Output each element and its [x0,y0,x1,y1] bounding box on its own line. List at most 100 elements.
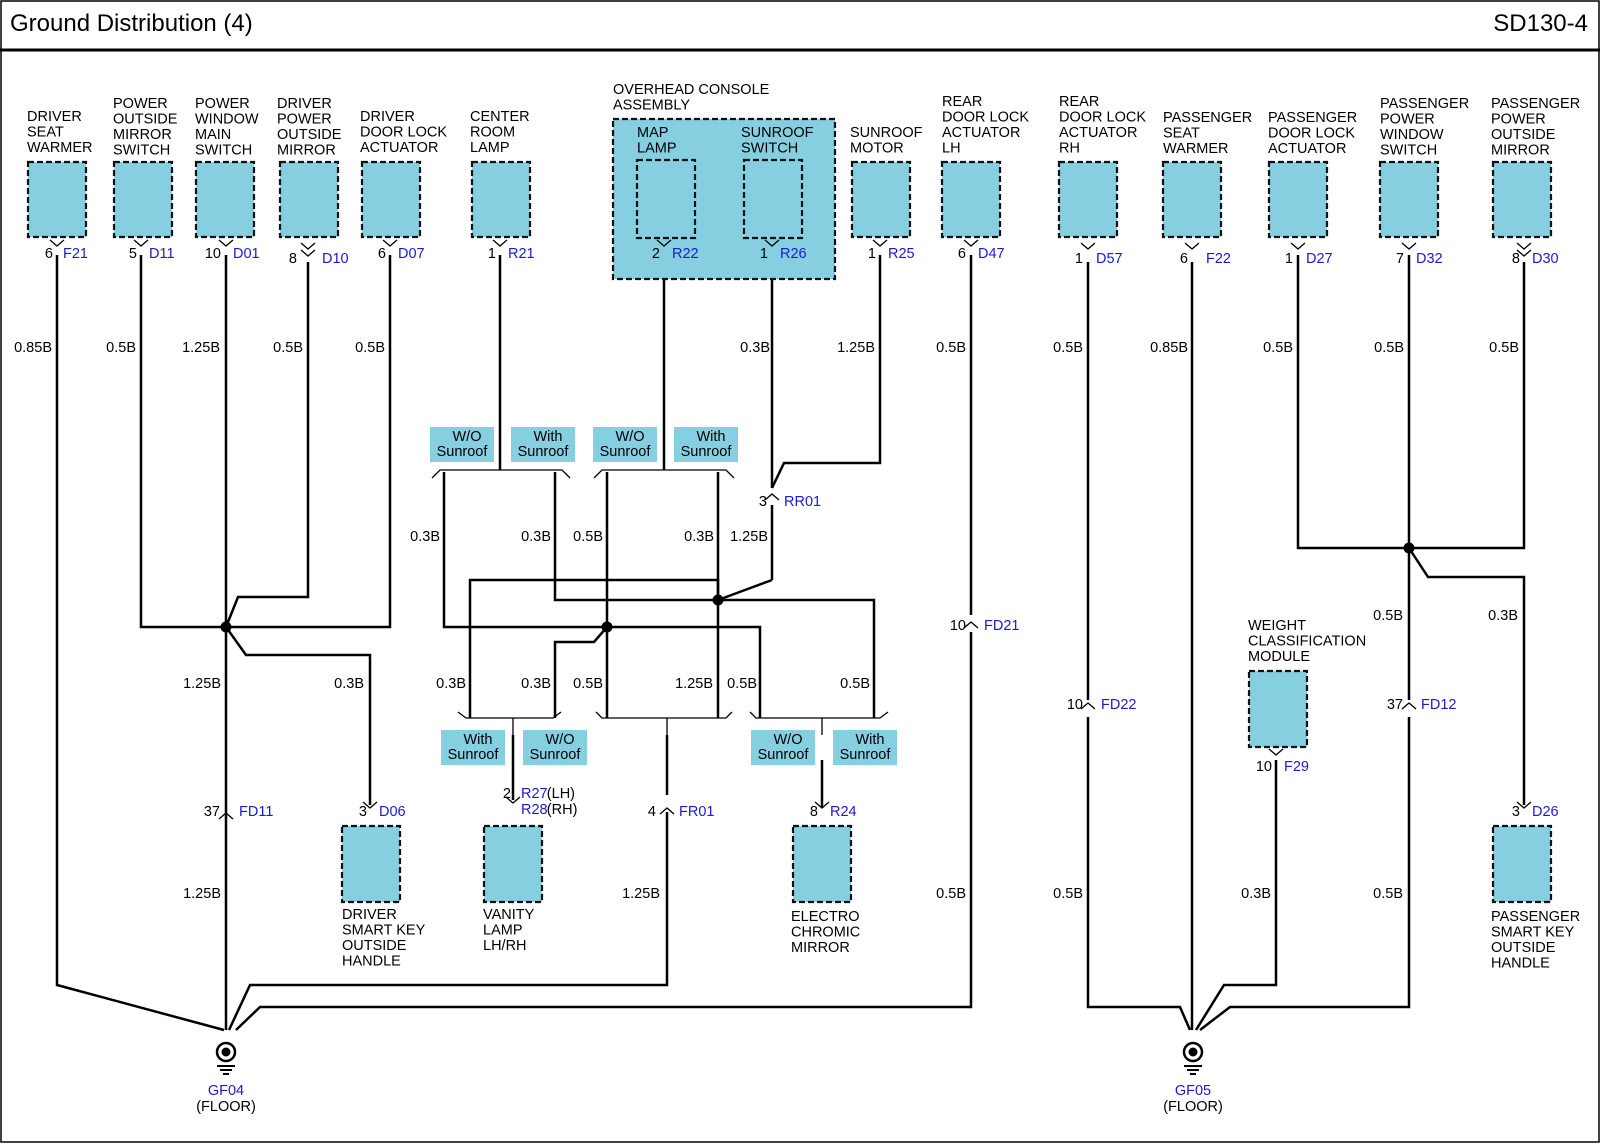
wire-size-label: 0.5B [840,676,870,692]
option-label-without: Sunroof [530,747,582,763]
component-box [26,160,88,239]
wire-size-label: 0.3B [334,676,364,692]
wire-size-label: 1.25B [675,676,713,692]
connector-pin: 8 [1512,251,1520,267]
option-label-with: With [464,732,493,748]
connector-pin: 1 [488,246,496,262]
component-label-power-outside-mirror-switch: POWER [113,96,168,112]
wire-size-label: 1.25B [622,886,660,902]
connector-chevron [49,239,65,247]
connector-r26: R26 [780,246,807,262]
ground-location: (FLOOR) [196,1099,256,1115]
component-label-driver-seat-warmer: DRIVER [27,109,82,125]
wire-size-label: 0.3B [436,676,466,692]
wire-size-label: 0.5B [1373,886,1403,902]
connector-r27: R27 [521,786,548,802]
component-box [470,160,532,239]
component-label-sunroof-motor: MOTOR [850,141,904,157]
connector-pin: 37 [1387,697,1403,713]
connector-r28: R28 [521,802,548,818]
component-label-center-room-lamp: LAMP [470,140,510,156]
connector-chevron [1290,242,1306,250]
connector-side: (LH) [547,786,575,802]
wire-size-label: 0.5B [936,886,966,902]
component-label-rear-door-lock-actuator-rh: RH [1059,141,1080,157]
component-label-power-window-main-switch: MAIN [195,127,231,143]
connector-chevron [656,239,672,247]
component-label-passenger-power-window-switch: POWER [1380,112,1435,128]
component-label-driver-door-lock-actuator: DRIVER [360,109,415,125]
component-label-map-lamp: MAP [637,125,668,141]
component-label-passenger-smart-key-outside-handle: SMART KEY [1491,925,1575,941]
component-label-passenger-door-lock-actuator: DOOR LOCK [1268,126,1355,142]
component-box [194,160,256,239]
option-label-with: With [856,732,885,748]
connector-symbols [49,239,1532,820]
component-box [278,160,340,239]
wire-size-label: 1.25B [182,340,220,356]
connector-f22: F22 [1206,251,1231,267]
connector-chevron [963,239,979,247]
connector-pin: 1 [1075,251,1083,267]
option-label-with: Sunroof [518,444,570,460]
wire-size-label: 0.5B [936,340,966,356]
connector-chevron [300,242,316,250]
component-label-overhead-console-assembly: ASSEMBLY [613,98,690,114]
connector-d47: D47 [978,246,1005,262]
component-box [1378,160,1440,239]
component-label-driver-smart-key-outside-handle: OUTSIDE [342,938,407,954]
connector-fd12: FD12 [1421,697,1456,713]
connector-d27: D27 [1306,251,1333,267]
connector-chevron [963,621,979,629]
connector-pin: 1 [760,246,768,262]
connector-chevron [764,239,780,247]
component-label-rear-door-lock-actuator-rh: ACTUATOR [1059,125,1137,141]
component-label-rear-door-lock-actuator-rh: REAR [1059,94,1099,110]
component-label-map-lamp: LAMP [637,141,677,157]
component-label-sunroof-switch: SUNROOF [741,125,814,141]
connector-chevron [1401,702,1417,710]
option-label-without: W/O [453,429,482,445]
connector-pin: 1 [1285,251,1293,267]
connector-pin: 3 [359,804,367,820]
component-label-passenger-seat-warmer: WARMER [1163,141,1229,157]
option-splits [431,469,889,735]
option-label-with: With [534,429,563,445]
component-label-rear-door-lock-actuator-lh: REAR [942,94,982,110]
connector-chevron [505,796,521,804]
connector-pin: 3 [759,494,767,510]
connector-r25: R25 [888,246,915,262]
page-title: Ground Distribution (4) [10,10,253,37]
wire-size-label: 0.85B [14,340,52,356]
connector-pin: 5 [129,246,137,262]
connector-d01: D01 [233,246,260,262]
connector-fr01: FR01 [679,804,714,820]
component-label-passenger-power-outside-mirror: PASSENGER [1491,96,1580,112]
connector-r22: R22 [672,246,699,262]
connector-chevron [872,239,888,247]
connector-d06: D06 [379,804,406,820]
component-label-overhead-console-assembly: OVERHEAD CONSOLE [613,82,770,98]
wire-size-label: 0.5B [355,340,385,356]
option-label-with: Sunroof [681,444,733,460]
component-label-driver-power-outside-mirror: DRIVER [277,96,332,112]
wire-size-label: 0.5B [106,340,136,356]
connector-chevron [492,239,508,247]
option-label-without: W/O [616,429,645,445]
component-label-driver-power-outside-mirror: MIRROR [277,143,336,159]
component-box [791,824,853,904]
component-label-passenger-power-outside-mirror: MIRROR [1491,143,1550,159]
connector-d07: D07 [398,246,425,262]
component-label-power-window-main-switch: WINDOW [195,112,259,128]
component-label-weight-classification-module: WEIGHT [1248,618,1306,634]
connector-chevron [1401,242,1417,250]
component-label-weight-classification-module: CLASSIFICATION [1248,634,1366,650]
connector-pin: 2 [652,246,660,262]
wire-size-label: 0.5B [727,676,757,692]
connector-d57: D57 [1096,251,1123,267]
wire-size-label: 1.25B [837,340,875,356]
component-label-weight-classification-module: MODULE [1248,649,1310,665]
component-label-electro-chromic-mirror: ELECTRO [791,909,860,925]
connector-pin: 7 [1396,251,1404,267]
